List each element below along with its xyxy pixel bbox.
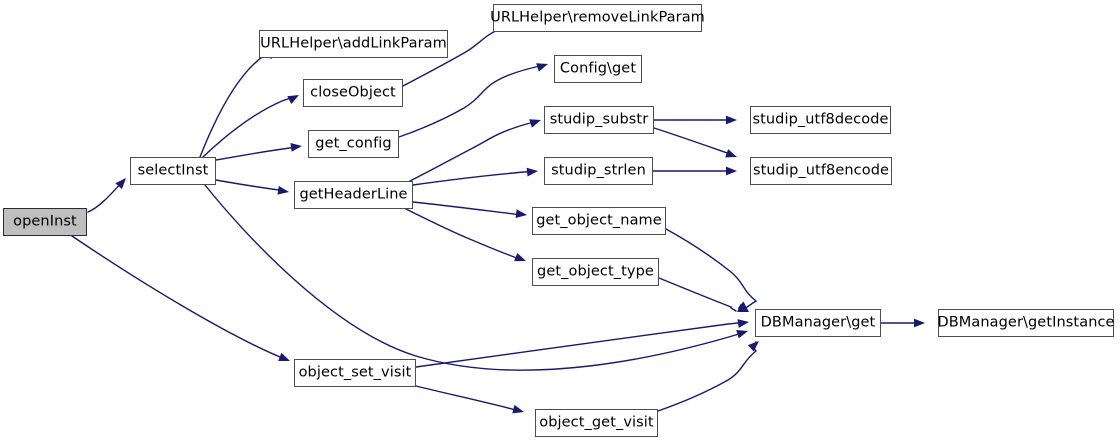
arrowhead — [736, 330, 748, 339]
arrowhead — [277, 185, 289, 195]
graph-node-label: Config\get — [559, 60, 637, 77]
graph-node-label: studip_utf8encode — [752, 162, 890, 179]
graph-node-label: closeObject — [310, 84, 396, 101]
graph-node-openInst[interactable]: openInst — [3, 208, 87, 236]
edge-openInst-to-object_set_visit — [71, 235, 286, 360]
arrowhead — [278, 352, 290, 361]
graph-node-studip_strlen[interactable]: studip_strlen — [544, 157, 653, 185]
graph-node-label: selectInst — [137, 162, 209, 179]
edge-getHeaderLine-to-studip_strlen — [412, 170, 535, 186]
graph-node-object_get_visit[interactable]: object_get_visit — [535, 409, 658, 437]
arrowhead — [726, 166, 737, 176]
graph-node-utf8encode[interactable]: studip_utf8encode — [750, 157, 892, 185]
arrowhead — [914, 318, 925, 328]
graph-node-get_config[interactable]: get_config — [308, 130, 399, 158]
graph-node-dbmanager_inst[interactable]: DBManager\getInstance — [937, 309, 1115, 337]
arrowhead — [512, 404, 524, 414]
graph-node-label: openInst — [13, 213, 77, 230]
graph-node-dbmanager_get[interactable]: DBManager\get — [755, 309, 881, 337]
graph-node-label: get_object_name — [536, 212, 662, 229]
arrowhead — [287, 95, 299, 105]
arrowhead — [115, 178, 126, 190]
edge-object_get_visit-to-dbmanager_get — [657, 341, 758, 412]
graph-node-label: studip_utf8decode — [752, 111, 889, 128]
graph-node-getHeaderLine[interactable]: getHeaderLine — [294, 181, 413, 209]
graph-node-label: studip_substr — [549, 111, 649, 128]
edge-selectInst-to-getHeaderLine — [215, 179, 287, 192]
graph-node-label: object_get_visit — [539, 414, 654, 431]
graph-node-label: object_set_visit — [298, 364, 412, 381]
graph-node-closeObject[interactable]: closeObject — [303, 79, 403, 107]
edge-object_set_visit-to-object_get_visit — [415, 385, 522, 412]
graph-node-label: URLHelper\addLinkParam — [260, 35, 447, 52]
graph-node-label: get_object_type — [537, 263, 654, 280]
graph-node-label: studip_strlen — [551, 162, 646, 179]
graph-node-addLinkParam[interactable]: URLHelper\addLinkParam — [259, 30, 448, 58]
arrowhead — [515, 209, 527, 219]
edge-selectInst-to-get_config — [215, 146, 299, 161]
graph-node-label: getHeaderLine — [299, 186, 408, 203]
edge-getHeaderLine-to-get_object_name — [412, 201, 525, 216]
arrowhead — [737, 303, 749, 312]
arrowhead — [725, 149, 737, 158]
arrowhead — [726, 115, 737, 125]
edge-selectInst-to-dbmanager_get — [204, 184, 740, 371]
edge-get_config-to-config_get — [398, 64, 546, 138]
edge-studip_substr-to-utf8encode — [653, 127, 734, 156]
graph-node-selectInst[interactable]: selectInst — [130, 157, 216, 185]
graph-node-removeLinkParam[interactable]: URLHelper\removeLinkParam — [490, 4, 705, 32]
arrowhead — [536, 63, 548, 72]
graph-node-object_set_visit[interactable]: object_set_visit — [294, 359, 416, 387]
graph-node-label: get_config — [315, 135, 392, 152]
graph-node-utf8decode[interactable]: studip_utf8decode — [750, 106, 891, 134]
arrowhead — [526, 167, 538, 177]
edge-selectInst-to-addLinkParam — [199, 49, 275, 158]
edge-getHeaderLine-to-get_object_type — [405, 208, 524, 261]
edge-selectInst-to-closeObject — [202, 95, 297, 158]
arrowhead — [529, 119, 541, 128]
graph-node-config_get[interactable]: Config\get — [554, 55, 642, 83]
graph-node-get_object_type[interactable]: get_object_type — [532, 258, 659, 286]
graph-node-label: DBManager\getInstance — [937, 314, 1115, 331]
graph-node-label: DBManager\get — [760, 314, 876, 331]
graph-node-label: URLHelper\removeLinkParam — [490, 9, 705, 26]
arrowhead — [737, 319, 749, 328]
edge-object_set_visit-to-dbmanager_get — [415, 322, 739, 368]
arrowhead — [290, 142, 302, 152]
edge-get_object_type-to-dbmanager_get — [658, 277, 737, 312]
arrowhead — [747, 341, 759, 352]
arrowhead — [514, 252, 526, 262]
graph-node-studip_substr[interactable]: studip_substr — [544, 106, 654, 134]
graph-node-get_object_name[interactable]: get_object_name — [532, 207, 666, 235]
edge-getHeaderLine-to-studip_substr — [409, 120, 539, 182]
